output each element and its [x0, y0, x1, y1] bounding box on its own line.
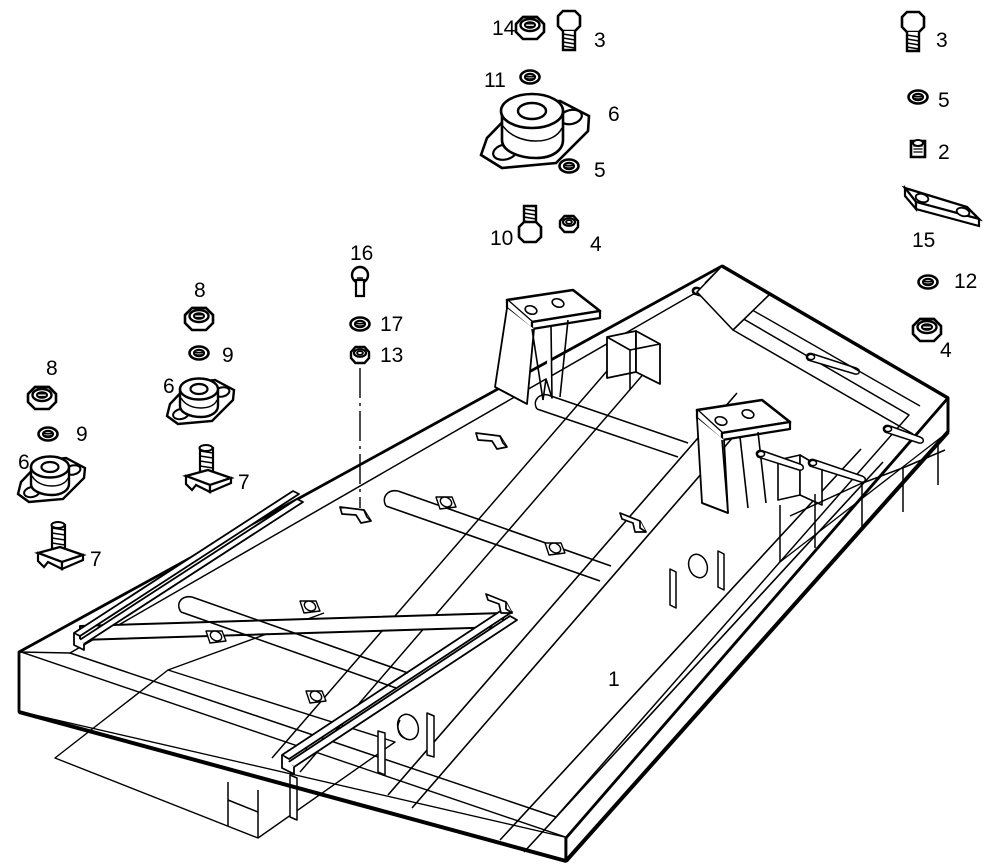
- mounting-strap-plate-15: [901, 184, 984, 228]
- engine-mount-bracket-front: [695, 398, 792, 514]
- flat-washer-11: [519, 69, 541, 85]
- callout-1: 1: [608, 668, 620, 691]
- callout-11: 11: [484, 69, 506, 92]
- callout-3a: 3: [594, 29, 606, 52]
- callout-5a: 5: [594, 159, 606, 182]
- callout-15: 15: [912, 229, 936, 252]
- callout-5b: 5: [938, 89, 950, 112]
- stud-with-square-plate-7-lower: [34, 521, 87, 571]
- callout-6b: 6: [163, 375, 175, 398]
- flat-washer-17: [349, 316, 371, 332]
- stud-with-square-plate-7-upper: [182, 444, 235, 494]
- frame-left-end-cells: [227, 782, 259, 838]
- tube-saddle: [205, 496, 566, 704]
- flat-washer-12: [917, 274, 939, 290]
- callout-7b: 7: [90, 548, 102, 571]
- flat-washer-9-lower: [37, 426, 59, 442]
- spacer-nut-2: [909, 139, 927, 159]
- hex-nut-8-upper: [183, 306, 215, 332]
- cross-tube-lower: [177, 595, 409, 689]
- rubber-engine-mount-6-lower-left: [16, 455, 87, 504]
- callout-9a: 9: [222, 344, 234, 367]
- frame-riser-plate: [606, 330, 661, 390]
- callout-6a: 6: [608, 103, 620, 126]
- callout-9b: 9: [76, 423, 88, 446]
- callout-10: 10: [490, 227, 514, 250]
- frame-gusset-clip: [339, 432, 647, 614]
- frame-side-wall-cells: [779, 431, 949, 563]
- hex-head-bolt-10: [517, 204, 543, 244]
- hex-nut-8-lower: [26, 385, 58, 411]
- callout-6c: 6: [18, 451, 30, 474]
- callout-8a: 8: [194, 279, 206, 302]
- callout-3b: 3: [936, 29, 948, 52]
- callout-7a: 7: [238, 471, 250, 494]
- callout-17: 17: [380, 313, 404, 336]
- small-bolt-16: [350, 265, 370, 298]
- frame-channel-rail-2: [281, 607, 518, 775]
- hex-nut-4-centre: [558, 214, 580, 234]
- rubber-engine-mount-6-centre: [479, 92, 591, 170]
- cross-tube-top: [534, 393, 689, 458]
- callout-4b: 4: [940, 339, 952, 362]
- callout-12: 12: [954, 270, 978, 293]
- hex-nut-14: [514, 15, 546, 41]
- flat-washer-5-centre: [558, 158, 580, 174]
- rubber-engine-mount-6-upper-left: [165, 377, 236, 426]
- callout-4a: 4: [590, 233, 602, 256]
- frame-channel-rail: [73, 490, 304, 651]
- main-frame-subframe: [17, 264, 950, 863]
- hex-nut-4-right: [911, 317, 943, 343]
- cross-tube-upper: [383, 489, 612, 582]
- callout-16: 16: [350, 242, 374, 265]
- callout-14: 14: [492, 17, 516, 40]
- callout-13: 13: [380, 344, 404, 367]
- engine-mount-bracket-rear: [494, 288, 602, 405]
- hex-head-bolt-3-right: [900, 10, 926, 53]
- frame-front-wall-detail: [289, 550, 725, 821]
- hex-head-bolt-3-centre: [556, 9, 582, 52]
- callout-2: 2: [938, 141, 950, 164]
- lock-nut-13: [349, 345, 371, 365]
- callout-8b: 8: [46, 357, 58, 380]
- flat-washer-9-upper: [188, 345, 210, 361]
- flat-washer-5-right: [907, 89, 929, 105]
